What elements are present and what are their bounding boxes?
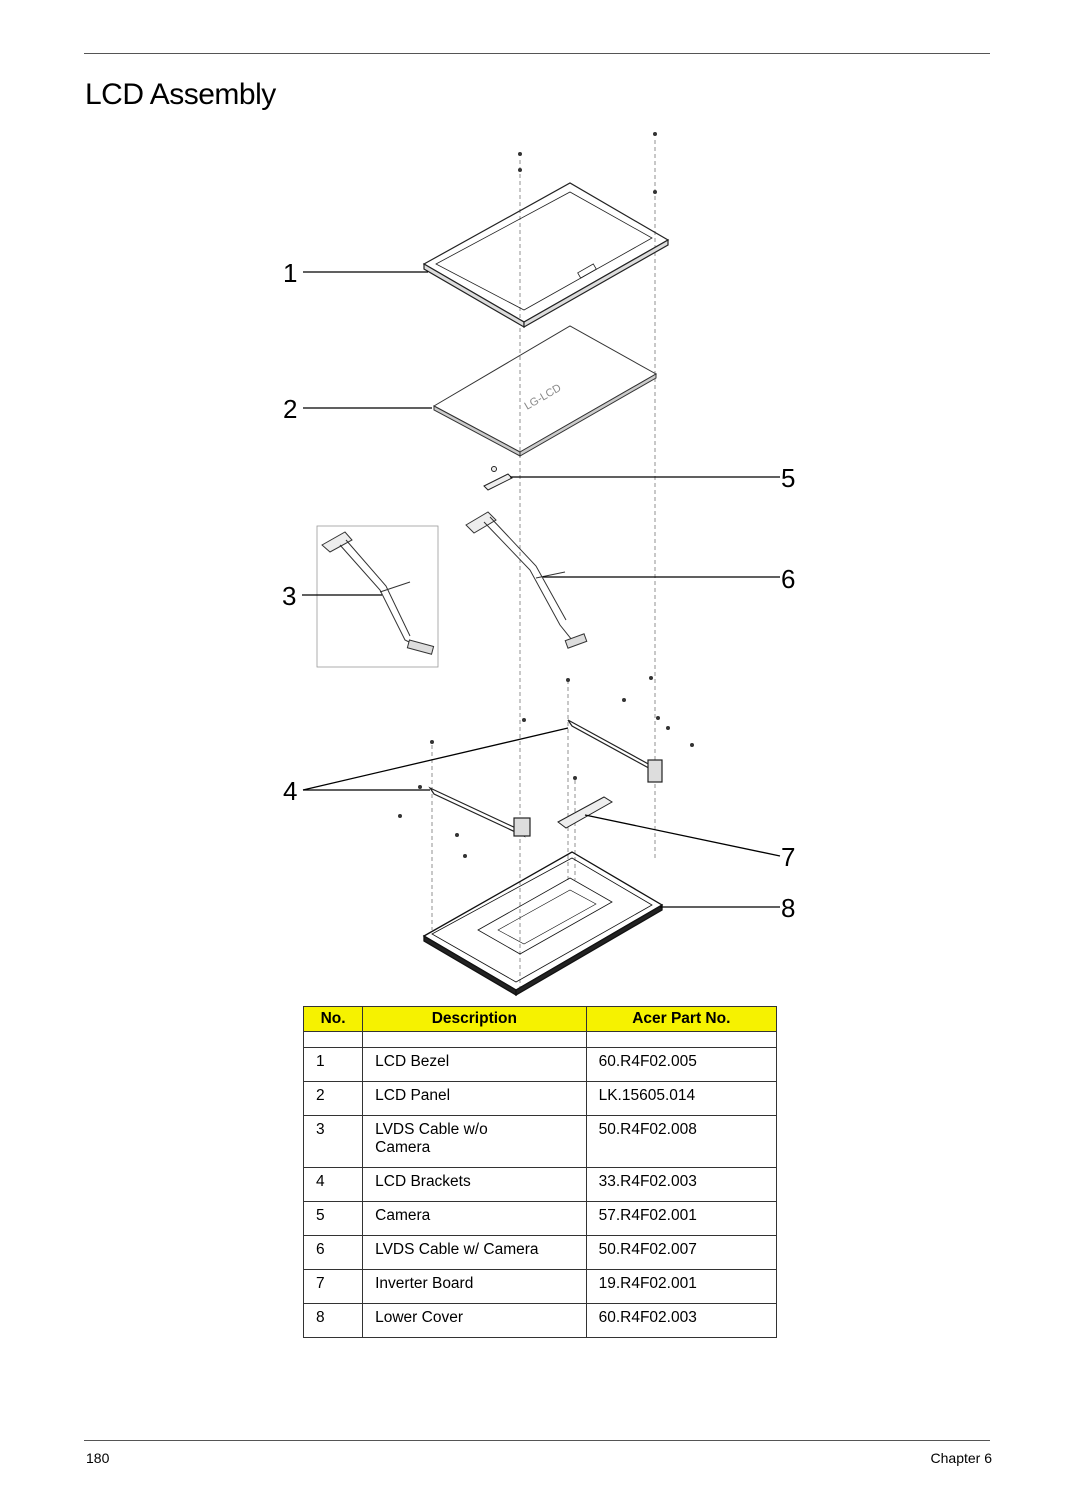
- row-part-no: 50.R4F02.007: [585, 1235, 778, 1270]
- row-part-no: 50.R4F02.008: [585, 1115, 778, 1168]
- callout-3: 3: [282, 581, 296, 611]
- panel-logo: LG-LCD: [523, 382, 564, 413]
- header-part-no: Acer Part No.: [585, 1006, 778, 1032]
- lvds-cable-with-camera-drawing: [465, 511, 588, 649]
- table-row: 3 LVDS Cable w/o Camera 50.R4F02.008: [302, 1115, 778, 1168]
- row-description: LCD Panel: [362, 1081, 587, 1116]
- row-no: 6: [302, 1235, 364, 1270]
- callout-5: 5: [781, 463, 795, 493]
- row-no: 1: [302, 1047, 364, 1082]
- row-part-no: 60.R4F02.005: [585, 1047, 778, 1082]
- screws: [398, 132, 694, 858]
- table-row: 5 Camera 57.R4F02.001: [302, 1201, 778, 1236]
- callout-6: 6: [781, 564, 795, 594]
- row-no: 5: [302, 1201, 364, 1236]
- lvds-cable-without-camera-drawing: [316, 525, 439, 668]
- row-description: Lower Cover: [362, 1303, 587, 1338]
- row-description-text: LVDS Cable w/o Camera: [375, 1121, 488, 1156]
- page-title: LCD Assembly: [85, 78, 276, 111]
- row-description: LVDS Cable w/ Camera: [362, 1235, 587, 1270]
- row-no: 3: [302, 1115, 364, 1168]
- header-description: Description: [362, 1006, 587, 1032]
- row-part-no: 33.R4F02.003: [585, 1167, 778, 1202]
- lower-cover-drawing: [422, 851, 664, 997]
- parts-table: No. Description Acer Part No. 1 LCD Beze…: [302, 1006, 778, 1338]
- row-description: LCD Brackets: [362, 1167, 587, 1202]
- table-row: 7 Inverter Board 19.R4F02.001: [302, 1269, 778, 1304]
- bottom-rule: [84, 1440, 990, 1441]
- row-no: 7: [302, 1269, 364, 1304]
- top-rule: [84, 53, 990, 54]
- lcd-panel-drawing: LG-LCD: [432, 325, 658, 457]
- callout-4: 4: [283, 776, 297, 806]
- callout-2: 2: [283, 394, 297, 424]
- callout-1: 1: [283, 258, 297, 288]
- table-row: 6 LVDS Cable w/ Camera 50.R4F02.007: [302, 1235, 778, 1270]
- exploded-view-diagram: LG-LCD: [282, 132, 795, 997]
- chapter-label: Chapter 6: [930, 1450, 992, 1466]
- table-row: 2 LCD Panel LK.15605.014: [302, 1081, 778, 1116]
- row-part-no: LK.15605.014: [585, 1081, 778, 1116]
- callout-7: 7: [781, 842, 795, 872]
- lcd-bezel-drawing: [422, 182, 670, 329]
- inverter-board-drawing: [557, 796, 613, 829]
- row-description: Inverter Board: [362, 1269, 587, 1304]
- table-row: 4 LCD Brackets 33.R4F02.003: [302, 1167, 778, 1202]
- table-spacer-row: [302, 1031, 778, 1048]
- header-no: No.: [302, 1006, 364, 1032]
- row-part-no: 57.R4F02.001: [585, 1201, 778, 1236]
- page-number: 180: [86, 1450, 110, 1466]
- callout-leaders: [302, 271, 781, 908]
- callout-8: 8: [781, 893, 795, 923]
- lcd-brackets-drawing: [428, 719, 663, 838]
- row-part-no: 19.R4F02.001: [585, 1269, 778, 1304]
- camera-drawing: [483, 466, 513, 491]
- alignment-lines: [431, 140, 656, 990]
- row-no: 8: [302, 1303, 364, 1338]
- row-description: LVDS Cable w/o Camera: [362, 1115, 587, 1168]
- table-row: 1 LCD Bezel 60.R4F02.005: [302, 1047, 778, 1082]
- table-header-row: No. Description Acer Part No.: [302, 1006, 778, 1032]
- table-row: 8 Lower Cover 60.R4F02.003: [302, 1303, 778, 1338]
- row-no: 2: [302, 1081, 364, 1116]
- row-description: Camera: [362, 1201, 587, 1236]
- row-part-no: 60.R4F02.003: [585, 1303, 778, 1338]
- row-description: LCD Bezel: [362, 1047, 587, 1082]
- row-no: 4: [302, 1167, 364, 1202]
